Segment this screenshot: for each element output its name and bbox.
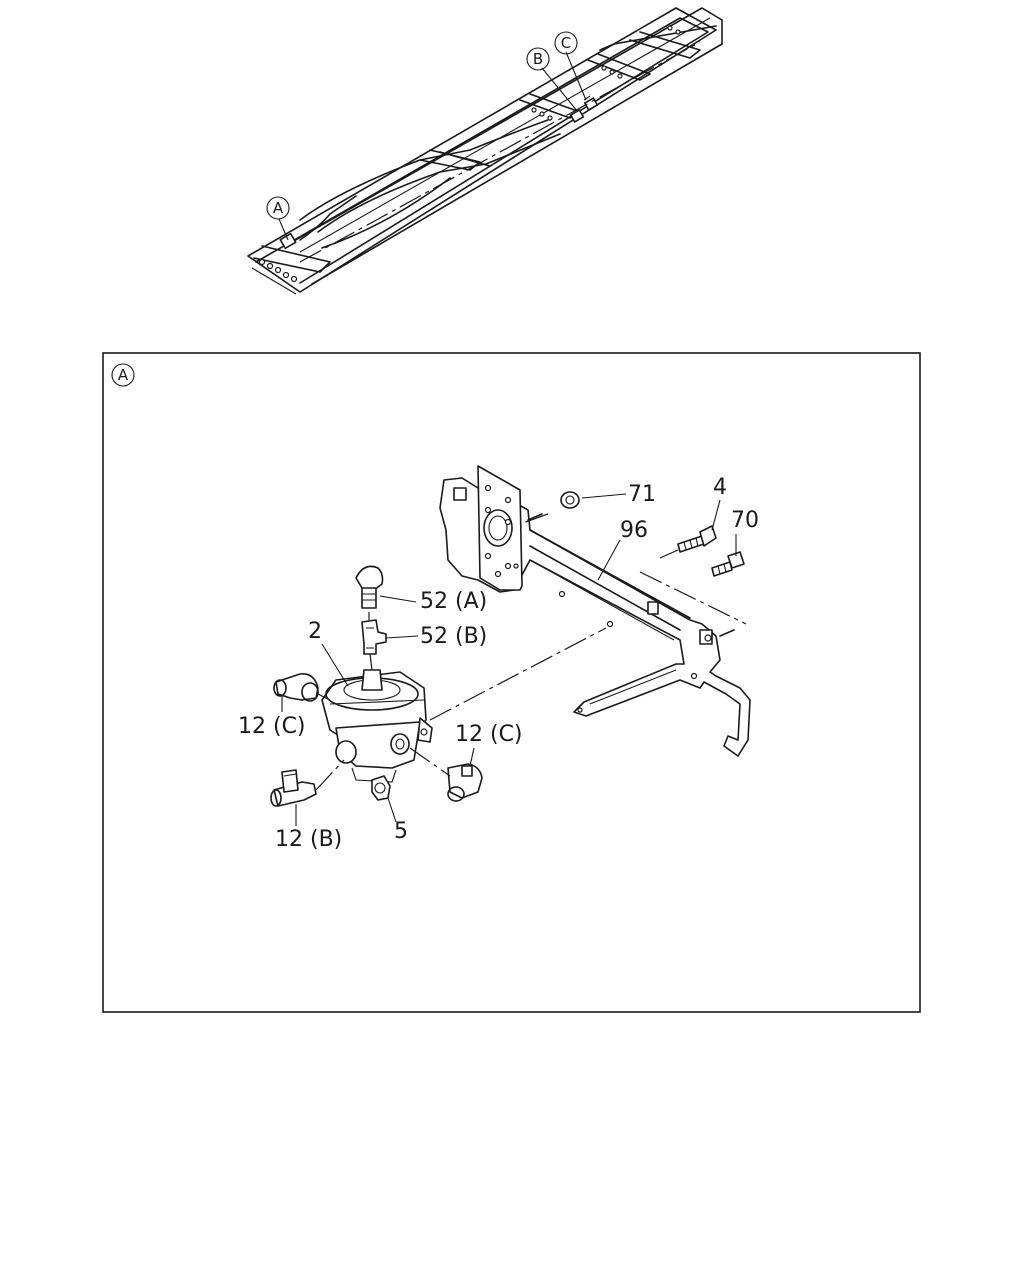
centerline-12c-left <box>317 693 331 701</box>
relay-valve-2 <box>321 669 433 783</box>
centerline-valve <box>429 627 607 721</box>
part-label-52a: 52 (A) <box>420 589 487 614</box>
detail-view-frame <box>102 352 921 1013</box>
tee-12b <box>270 769 317 807</box>
svg-text:A: A <box>273 199 284 217</box>
part-label-96: 96 <box>620 518 648 543</box>
bolt-4 <box>677 525 717 553</box>
centerline-bracket <box>639 571 747 625</box>
fitting-52b <box>361 619 387 655</box>
centerline-71 <box>519 513 549 525</box>
chassis-frame-overview <box>247 7 723 295</box>
centerline-52b <box>369 653 373 671</box>
part-label-2: 2 <box>308 619 322 644</box>
fitting-52a <box>355 565 384 609</box>
frame-holes <box>258 25 681 283</box>
bolt-70 <box>711 551 745 577</box>
part-label-12c-right: 12 (C) <box>455 722 523 747</box>
svg-text:B: B <box>533 50 543 68</box>
centerline-12b <box>315 759 345 791</box>
part-label-52b: 52 (B) <box>420 624 487 649</box>
part-label-71: 71 <box>628 482 656 507</box>
part-label-5: 5 <box>394 819 408 844</box>
part-label-4: 4 <box>713 475 727 500</box>
part-label-12c-left: 12 (C) <box>238 714 306 739</box>
part-label-12b: 12 (B) <box>275 827 342 852</box>
callout-c-overview[interactable]: C <box>554 31 578 55</box>
part-label-70: 70 <box>731 508 759 533</box>
callout-a-overview[interactable]: A <box>266 196 290 220</box>
plug-5 <box>371 775 391 801</box>
nut-71 <box>560 491 580 509</box>
detail-view-marker: A <box>111 363 135 387</box>
callout-b-overview[interactable]: B <box>526 47 550 71</box>
elbow-12c-right <box>447 763 483 802</box>
centerline-12c-right <box>409 747 451 777</box>
svg-text:A: A <box>118 366 129 384</box>
centerline-4 <box>659 549 679 559</box>
elbow-12c-left <box>273 672 319 702</box>
leader-lines <box>281 493 737 826</box>
mounting-bracket-96 <box>439 465 751 757</box>
svg-text:C: C <box>561 34 571 52</box>
